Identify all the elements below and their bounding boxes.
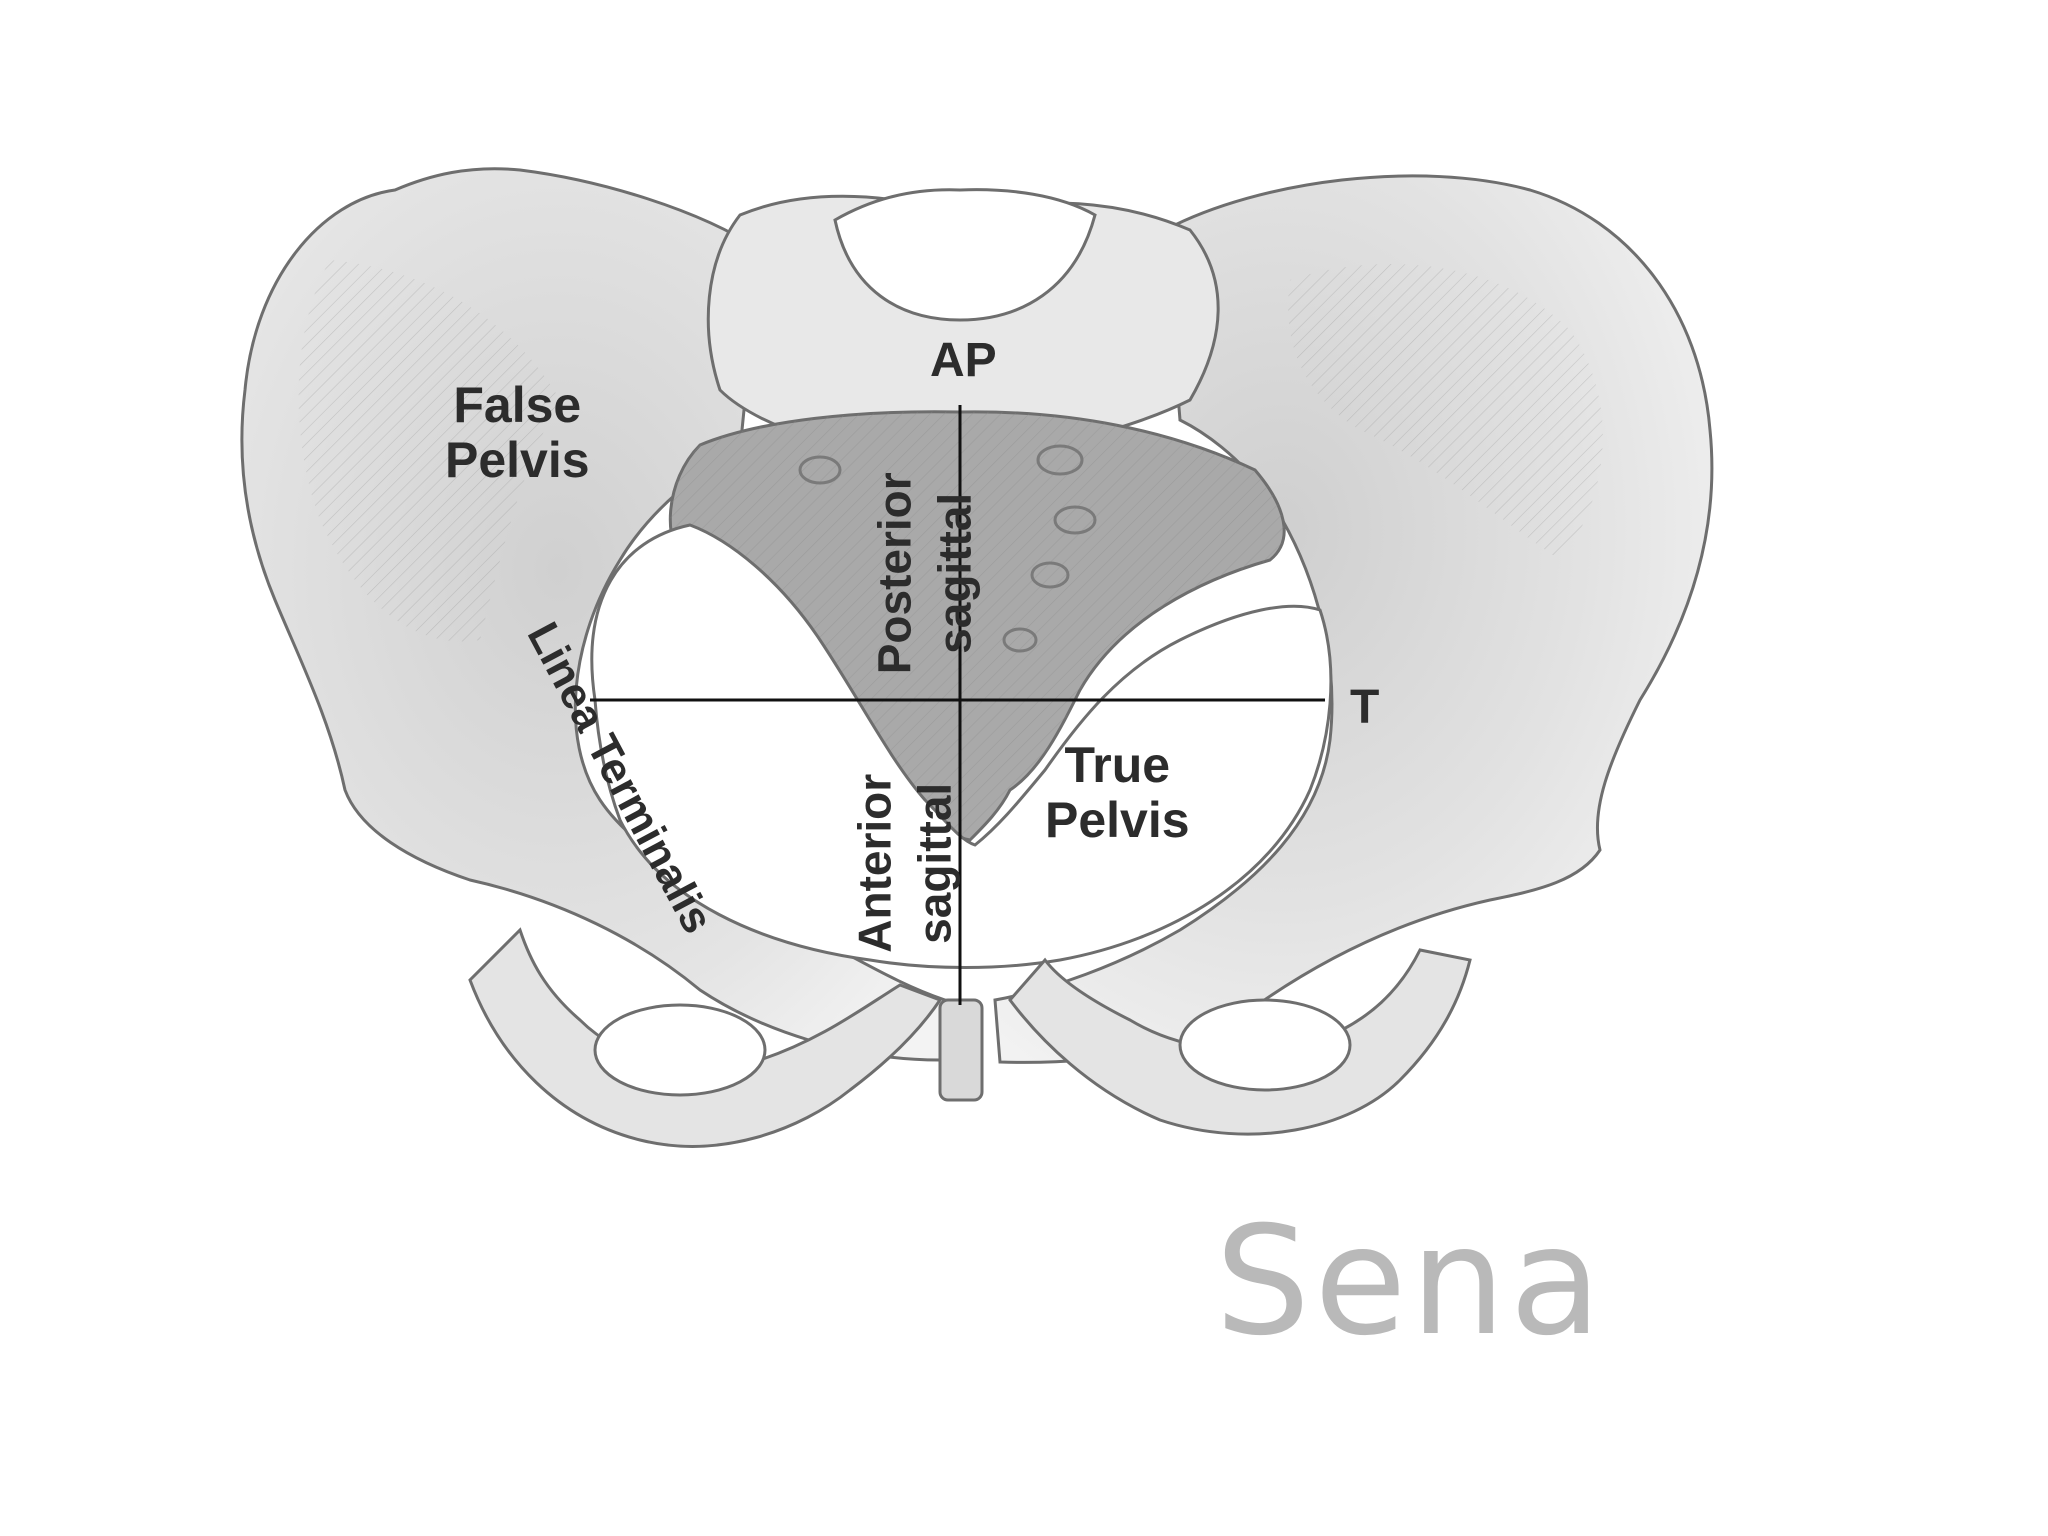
false-pelvis-line1: False bbox=[453, 377, 582, 433]
right-pubic-ramus bbox=[1008, 948, 1472, 1136]
posterior-sagittal-line2: sagittal bbox=[928, 492, 981, 654]
left-obturator-foramen bbox=[593, 1003, 767, 1097]
true-pelvis-label: True Pelvis bbox=[1045, 738, 1190, 848]
anterior-sagittal-line1: Anterior bbox=[848, 773, 901, 953]
posterior-sagittal-line1: Posterior bbox=[868, 472, 921, 675]
artist-signature: Sena bbox=[1215, 1195, 1606, 1369]
anterior-sagittal-line2: sagittal bbox=[908, 782, 961, 944]
t-label: T bbox=[1350, 681, 1380, 734]
left-ilium-shading bbox=[298, 260, 560, 642]
sacrum-hatch bbox=[670, 411, 1285, 840]
true-pelvis-line1: True bbox=[1064, 737, 1171, 793]
pubic-symphysis bbox=[938, 998, 984, 1102]
right-ilium-shading bbox=[1288, 264, 1603, 560]
right-obturator-foramen bbox=[1178, 998, 1352, 1092]
true-pelvis-line2: Pelvis bbox=[1045, 792, 1190, 848]
false-pelvis-line2: Pelvis bbox=[445, 432, 590, 488]
sacral-foramina bbox=[798, 444, 1097, 653]
left-pubic-ramus bbox=[468, 927, 943, 1148]
false-pelvis-label: False Pelvis bbox=[445, 378, 590, 488]
sacral-canal bbox=[833, 188, 1097, 322]
ap-label: AP bbox=[930, 334, 997, 387]
pelvic-inlet bbox=[590, 523, 1333, 969]
